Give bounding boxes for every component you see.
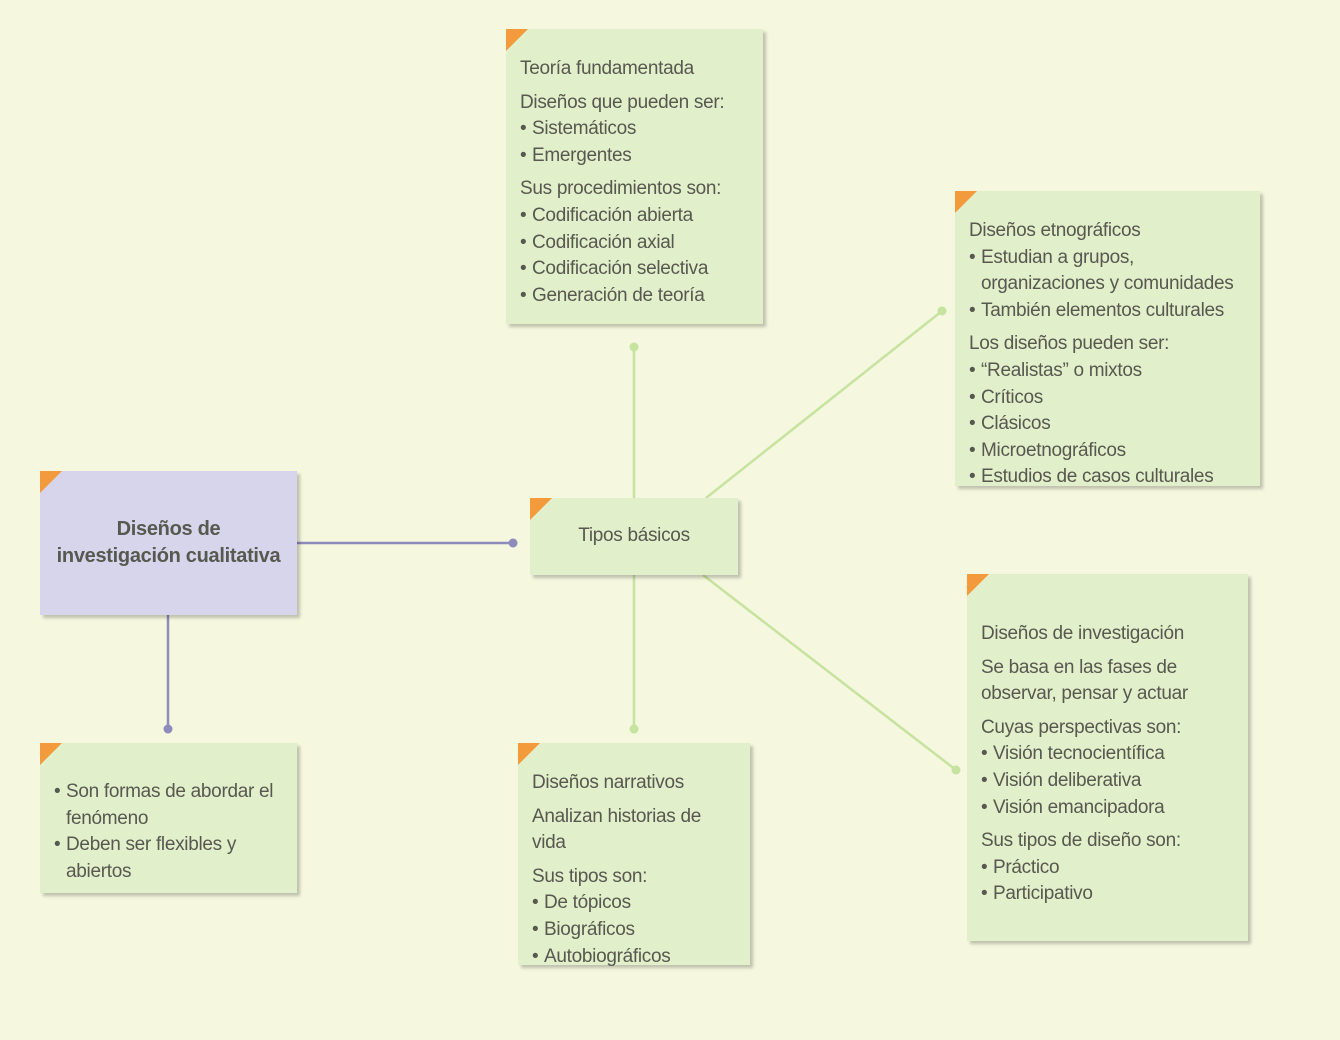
corner-marker [506, 29, 528, 51]
link-hub-to-ethnographic [705, 310, 943, 499]
list-item: Autobiográficos [532, 944, 738, 971]
list-item: Codificación axial [520, 230, 751, 257]
section-label: Sus tipos de diseño son: [981, 830, 1181, 852]
node-title: Teoría fundamentada [520, 58, 694, 79]
list-item: Visión deliberativa [981, 768, 1236, 795]
section-label: Cuyas perspectivas son: [981, 716, 1182, 738]
link-hub-to-action [702, 574, 957, 771]
narrative-node: Diseños narrativos Analizan historias de… [518, 743, 750, 970]
hub-node: Tipos básicos [530, 498, 738, 575]
list-item: Microetnográficos [969, 438, 1248, 465]
link-hub-to-narrative-dot [629, 724, 639, 734]
grounded-theory-node: Teoría fundamentada Diseños que pueden s… [506, 29, 763, 324]
section-label: Sus procedimientos son: [520, 178, 722, 200]
hub-node-title: Tipos básicos [578, 525, 690, 547]
corner-marker [518, 743, 540, 765]
list-item: Generación de teoría [520, 283, 751, 310]
main-node: Diseños de investigación cualitativa [40, 471, 297, 615]
list-item: Sistemáticos [520, 116, 751, 143]
node-title: Diseños de investigación [981, 623, 1184, 644]
link-main-to-hub-dot [508, 538, 518, 548]
link-main-to-characteristics-dot [163, 724, 173, 734]
list-item: Práctico [981, 855, 1236, 882]
list-item: Visión tecnocientífica [981, 741, 1236, 768]
node-description: Se basa en las fases de observar, pensar… [981, 656, 1188, 705]
list-item: Participativo [981, 881, 1236, 908]
ethnographic-node: Diseños etnográficos Estudian a grupos, … [955, 191, 1260, 491]
list-item: Biográficos [532, 917, 738, 944]
list-item: Codificación abierta [520, 203, 751, 230]
list-item: Emergentes [520, 143, 751, 170]
corner-marker [40, 743, 62, 765]
corner-marker [40, 471, 62, 493]
list-item: Son formas de abordar el fenómeno [54, 779, 285, 832]
list-item: Clásicos [969, 411, 1248, 438]
list-item: Codificación selectiva [520, 256, 751, 283]
node-title: Diseños narrativos [532, 772, 684, 793]
section-label: Sus tipos son: [532, 865, 648, 887]
section-label: Diseños que pueden ser: [520, 91, 725, 113]
list-item: Visión emancipadora [981, 795, 1236, 822]
characteristics-node: Son formas de abordar el fenómeno Deben … [40, 743, 297, 893]
list-item: De tópicos [532, 890, 738, 917]
link-hub-to-ethnographic-dot [937, 306, 947, 316]
node-title: Diseños etnográficos [969, 220, 1141, 241]
list-item: Críticos [969, 385, 1248, 412]
link-hub-to-grounded-dot [629, 342, 639, 352]
node-description: Analizan historias de vida [532, 805, 702, 854]
corner-marker [967, 574, 989, 596]
list-item: Estudian a grupos, organizaciones y comu… [969, 245, 1248, 298]
list-item: También elementos culturales [969, 298, 1248, 325]
section-label: Los diseños pueden ser: [969, 333, 1170, 355]
list-item: Estudios de casos culturales [969, 464, 1248, 491]
corner-marker [530, 498, 552, 520]
list-item: Deben ser flexibles y abiertos [54, 832, 285, 885]
main-node-title: Diseños de investigación cualitativa [56, 518, 281, 567]
action-research-node: Diseños de investigación Se basa en las … [967, 574, 1248, 941]
list-item: “Realistas” o mixtos [969, 358, 1248, 385]
corner-marker [955, 191, 977, 213]
link-hub-to-action-dot [951, 765, 961, 775]
